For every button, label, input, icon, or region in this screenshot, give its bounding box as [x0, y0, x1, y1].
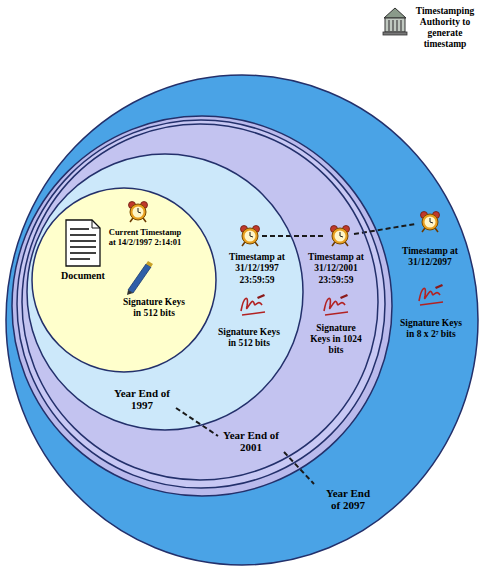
era-ring [17, 120, 385, 488]
core-fill [32, 188, 216, 372]
circle-outline [22, 124, 378, 480]
dashed-link [176, 224, 416, 484]
outer-band: Document Current Timestamp at 14/2/1997 2… [6, 75, 478, 565]
outer-band-fill [6, 75, 478, 565]
signature-text: Signature Keys in 8 x 2⁷ bits [398, 318, 464, 340]
document-circle: Document Current Timestamp at 14/2/1997 2… [32, 188, 216, 372]
era-circle: Document Current Timestamp at 14/2/1997 2… [22, 124, 378, 480]
diagram-art [421, 212, 440, 233]
era-ring [12, 116, 392, 496]
pen-icon [128, 264, 151, 293]
authority-building [392, 20, 393, 31]
year-label: Year End of 1997 [112, 387, 172, 412]
year-label: Year End of 2001 [222, 429, 280, 454]
diagram-art [419, 284, 443, 305]
authority-building [400, 20, 401, 31]
authority-building [388, 20, 389, 31]
document-icon [70, 228, 89, 230]
timestamp-text: Timestamp at 31/12/2001 23:59:59 [306, 252, 366, 287]
document-icon [92, 220, 100, 228]
document-label: Document [53, 270, 113, 282]
ring-fill [22, 124, 378, 480]
authority-building [385, 18, 405, 32]
signature-text: Signature Keys in 512 bits [214, 327, 284, 349]
pen-icon [127, 290, 133, 295]
timestamp-text: Timestamp at 31/12/2097 [398, 246, 462, 269]
authority-label: Timestamping Authority to generate times… [414, 6, 476, 50]
document-icon [70, 229, 96, 259]
circle-outline [27, 154, 303, 430]
document-icon [70, 234, 96, 236]
diagram-art [241, 226, 260, 247]
authority-building [383, 8, 407, 35]
circle-outline [32, 188, 216, 372]
signature-text: Signature Keys in 512 bits [119, 297, 189, 319]
document-icon [70, 258, 90, 260]
authority-building [396, 20, 397, 31]
diagram-art [129, 202, 148, 223]
document-icon [70, 252, 96, 254]
document-icon [70, 246, 96, 248]
year-label: Year End of 2097 [320, 487, 376, 512]
document-icon [66, 220, 100, 266]
pen-icon [146, 261, 153, 267]
diagram-art [324, 294, 348, 315]
document-icon [70, 240, 96, 242]
diagram-art [241, 294, 265, 315]
document-icon [66, 220, 100, 266]
pen-icon [127, 261, 153, 295]
circle-outline [6, 75, 478, 565]
ring-fill [27, 154, 303, 430]
timestamp-text: Timestamp at 31/12/1997 23:59:59 [222, 252, 292, 287]
authority-building [383, 32, 407, 35]
authority-building [384, 8, 406, 18]
timestamp-text: Current Timestamp at 14/2/1997 2:14:01 [106, 227, 184, 247]
circle-outline [32, 188, 216, 372]
circle-outline [22, 124, 378, 480]
authority-building [389, 20, 401, 31]
signature-text: Signature Keys in 1024 bits [306, 323, 366, 356]
dashed-link [262, 235, 326, 237]
era-circle: Document Current Timestamp at 14/2/1997 2… [27, 154, 303, 430]
diagram-art [331, 226, 350, 247]
